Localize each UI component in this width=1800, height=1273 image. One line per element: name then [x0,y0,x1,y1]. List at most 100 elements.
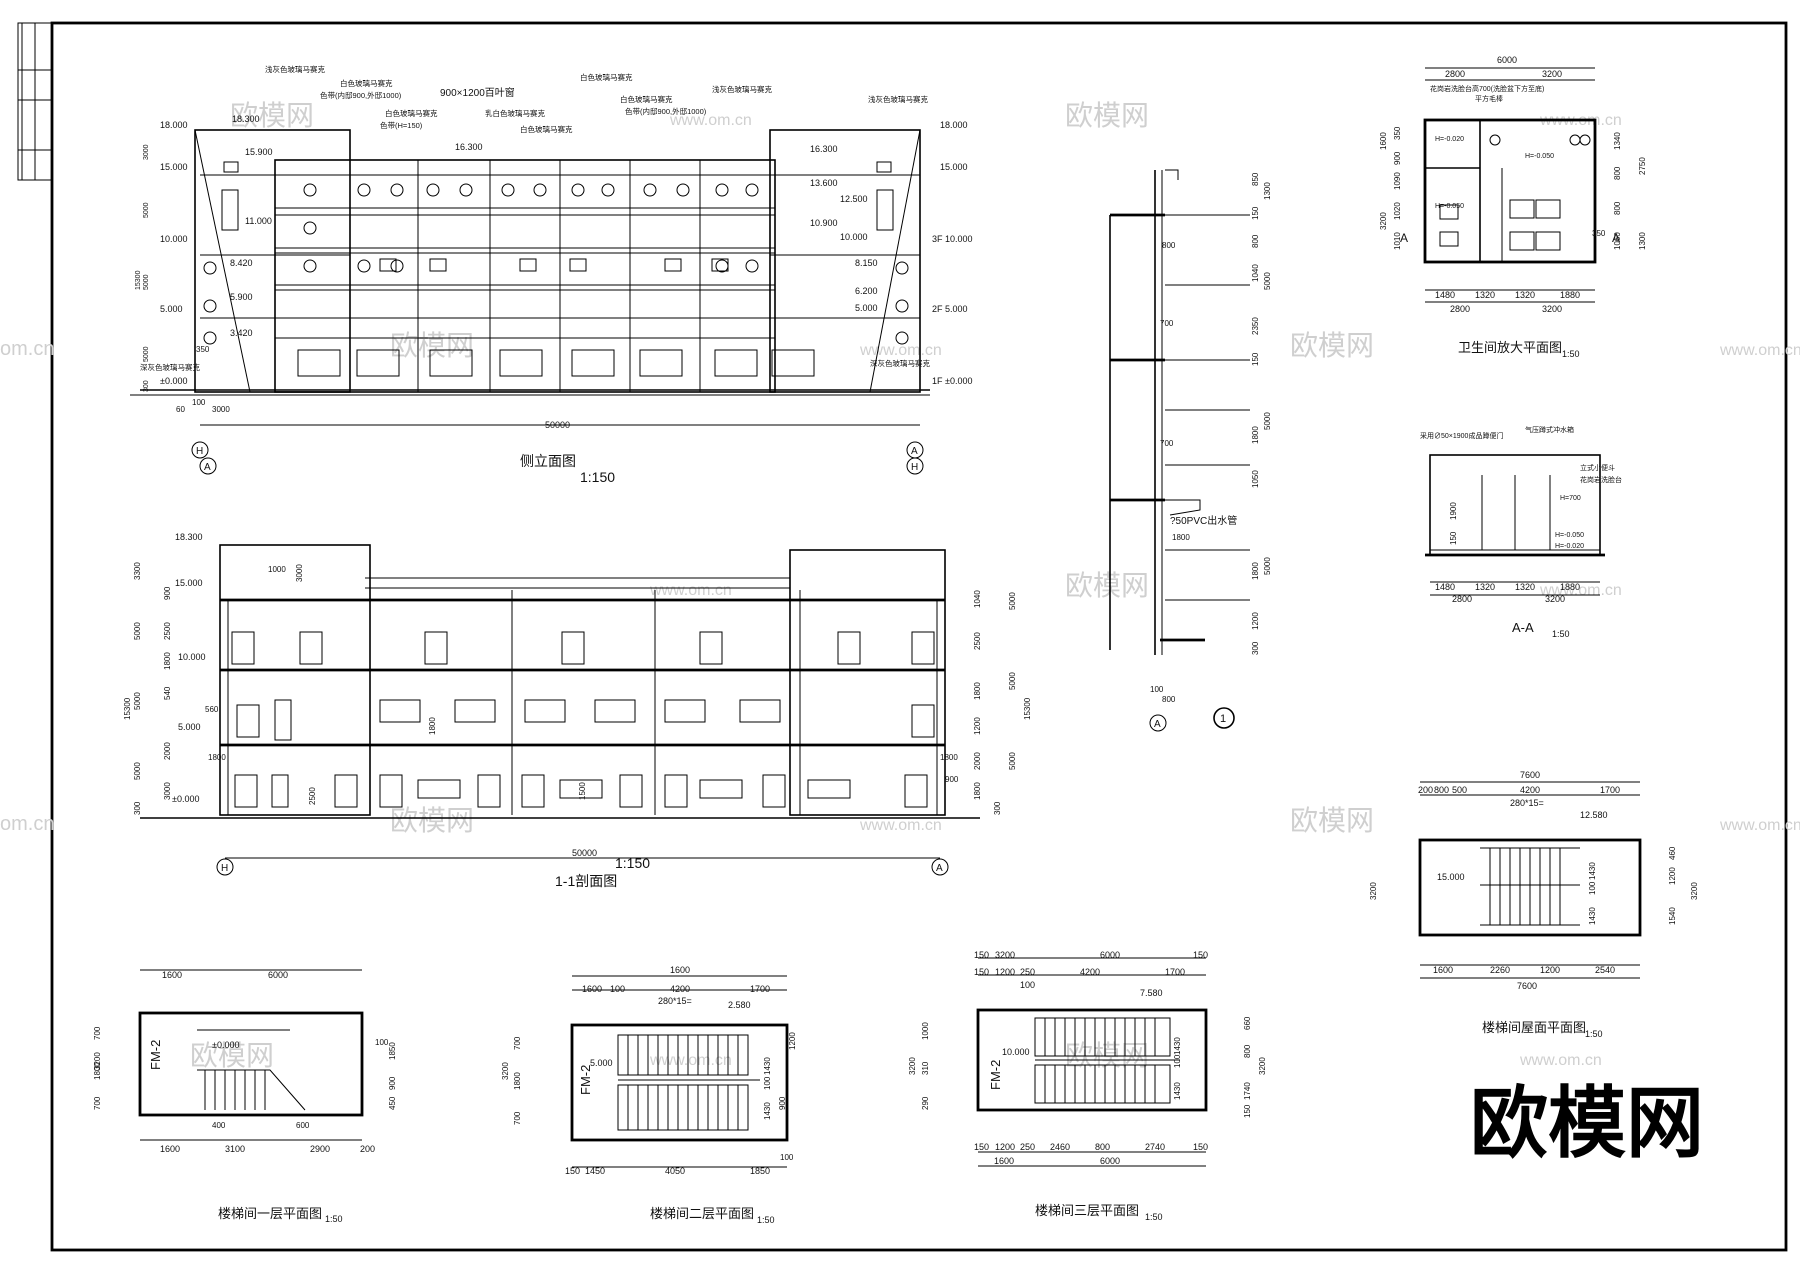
drawing-label: 150 [1251,206,1260,220]
drawing-label: 60 [176,405,185,414]
drawing-label: 1430 [763,1057,772,1075]
drawing-label: 6000 [268,970,288,980]
drawing-label: 660 [1243,1016,1252,1030]
drawing-label: 1800 [1251,426,1260,444]
stair-2f-title: 楼梯间二层平面图 [650,1206,754,1221]
watermark-url: www.om.cn [649,582,732,599]
drawing-label: 560 [205,705,219,714]
drawing-label: 200 [360,1144,375,1154]
drawing-label: 150 [1449,531,1458,545]
drawing-label: 540 [163,686,172,700]
drawing-label: 1450 [585,1166,605,1176]
drawing-label: 8.420 [230,258,253,268]
drawing-label: 800 [1613,201,1622,215]
stair-roof-title: 楼梯间屋面平面图 [1482,1020,1586,1035]
porthole-windows [203,183,909,345]
toilet-section: 采用∅50×1900成品蹲便门 气压蹲式冲水箱 立式小便斗 花岗岩洗脸台 H=-… [1420,425,1622,639]
drawing-label: 290 [921,1096,930,1110]
drawing-label: 800 [1162,241,1176,250]
drawing-label: 1740 [1243,1082,1252,1100]
drawing-label: 1800 [208,753,226,762]
drawing-label: 3200 [1542,69,1562,79]
watermark-url: www.om.cn [859,342,942,359]
detail-label: 1 [1220,713,1226,725]
drawing-label: 400 [212,1121,226,1130]
drawing-label: 18.000 [940,120,968,130]
drawing-label: 10.000 [178,652,206,662]
drawing-label: 700 [513,1036,522,1050]
drawing-label: H [221,863,228,874]
drawing-label: 2460 [1050,1142,1070,1152]
drawing-label: 1430 [1588,907,1597,925]
drawing-label: 2800 [1445,69,1465,79]
drawing-label: 350 [1393,126,1402,140]
drawing-label: 15.000 [175,578,203,588]
watermark-url: www.om.cn [859,817,942,834]
drawing-label: 1320 [1515,582,1535,592]
drawing-label: 深灰色玻璃马赛克 [870,358,930,368]
drawing-label: 100 [780,1153,794,1162]
drawing-label: 1700 [1600,785,1620,795]
drawing-label: 800 [1613,166,1622,180]
drawing-label: 色带(内邸900,外邸1000) [625,106,707,116]
drawing-label: 18.000 [160,120,188,130]
drawing-label: 浅灰色玻璃马赛克 [265,64,325,74]
drawing-label: A [1400,231,1408,245]
drawing-label: 150 [974,967,989,977]
drawing-label: 700 [1160,319,1174,328]
stair-2f-treads [627,1035,739,1130]
drawing-label: FM-2 [578,1065,593,1095]
drawing-label: 花岗岩洗脸台高700(洗脸盆下方至底) [1430,84,1544,93]
toilet-plan-scale: 1:50 [1562,349,1580,359]
drawing-label: 7600 [1517,981,1537,991]
drawing-label: 280*15= [658,996,692,1006]
drawing-label: 3200 [908,1057,917,1075]
drawing-label: 800 [1434,785,1449,795]
drawing-label: 800 [1162,695,1176,704]
drawing-label: 3200 [93,1052,102,1070]
drawing-label: 1900 [1449,502,1458,520]
drawing-label: 3200 [995,950,1015,960]
drawing-label: 5000 [133,762,142,780]
drawing-label: 900×1200百叶窗 [440,86,515,99]
drawing-label: 5000 [143,202,150,218]
drawing-label: 1200 [788,1032,797,1050]
stair-1f-scale: 1:50 [325,1214,343,1224]
drawing-label: 1320 [1475,582,1495,592]
drawing-label: 浅灰色玻璃马赛克 [712,84,772,94]
side-elevation-scale: 1:150 [580,469,615,485]
drawing-label: 150 [974,950,989,960]
drawing-label: 100 [763,1076,772,1090]
watermark-text: 欧模网 [1290,330,1374,361]
drawing-label: 12.580 [1580,810,1608,820]
drawing-label: 1430 [763,1102,772,1120]
drawing-label: 700 [93,1026,102,1040]
drawing-label: 250 [1020,967,1035,977]
drawing-label: 5.000 [178,722,201,732]
drawing-label: 1300 [1638,232,1647,250]
drawing-label: 15300 [135,270,142,290]
drawing-label: 色带(内邸900,外邸1000) [320,90,402,100]
wall-detail-grid-lines [1165,214,1250,601]
drawing-label: 3200 [1690,882,1699,900]
drawing-label: 乳白色玻璃马赛克 [485,108,545,118]
toilet-plan: 6000 2800 3200 1480 1320 1320 1880 2800 … [1379,55,1647,359]
side-elevation-title: 侧立面图 [520,453,576,469]
drawing-label: 1600 [582,984,602,994]
drawing-label: H [911,462,918,473]
drawing-label: 100 [1588,881,1597,895]
wall-detail: 850 1300 800 150 5000 1040 2350 1050 150… [1109,169,1272,732]
drawing-label: 3000 [143,144,150,160]
stair-3f-title: 楼梯间三层平面图 [1035,1203,1139,1218]
drawing-label: 150 [1243,1104,1252,1118]
drawing-label: 1800 [163,652,172,670]
drawing-label: 1600 [1379,132,1388,150]
drawing-label: H=-0.050 [1435,203,1464,210]
drawing-label: 2500 [163,622,172,640]
stair-1f-plan: 1600 6000 FM-2 ±0.000 3200 700 1800 700 … [93,969,397,1224]
watermark-text: 欧模网 [1290,805,1374,836]
drawing-label: 11.000 [245,216,272,226]
drawing-label: 10.900 [810,218,838,228]
drawing-label: H=-0.020 [1435,136,1464,143]
drawing-label: 1000 [268,565,286,574]
